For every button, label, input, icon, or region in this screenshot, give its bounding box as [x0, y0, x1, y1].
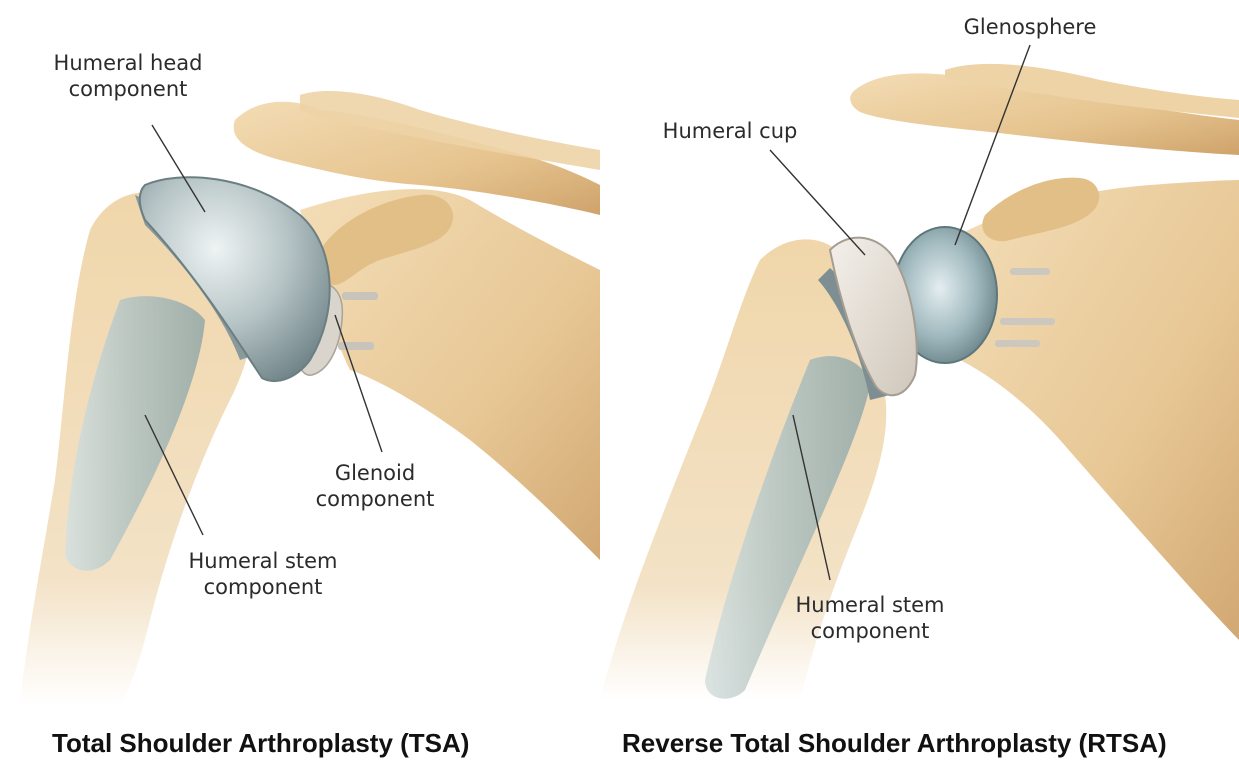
rtsa-scapula [950, 180, 1239, 640]
caption-rtsa: Reverse Total Shoulder Arthroplasty (RTS… [622, 728, 1167, 759]
label-tsa-humeral-head: Humeral head component [33, 50, 223, 102]
label-tsa-humeral-stem: Humeral stem component [168, 548, 358, 600]
caption-tsa: Total Shoulder Arthroplasty (TSA) [52, 728, 469, 759]
tsa-illustration [20, 91, 600, 705]
label-rtsa-glenosphere: Glenosphere [940, 14, 1120, 40]
label-rtsa-humeral-stem: Humeral stem component [775, 592, 965, 644]
label-line-2: component [33, 76, 223, 102]
leader-rtsa-humeral-cup [770, 150, 865, 255]
label-line-1: Glenosphere [940, 14, 1120, 40]
label-line-2: component [168, 574, 358, 600]
label-line-2: component [775, 618, 965, 644]
label-line-1: Humeral cup [640, 118, 820, 144]
label-line-1: Glenoid [305, 460, 445, 486]
label-line-2: component [305, 486, 445, 512]
label-line-1: Humeral head [33, 50, 223, 76]
label-rtsa-humeral-cup: Humeral cup [640, 118, 820, 144]
label-line-1: Humeral stem [168, 548, 358, 574]
label-tsa-glenoid: Glenoid component [305, 460, 445, 512]
label-line-1: Humeral stem [775, 592, 965, 618]
